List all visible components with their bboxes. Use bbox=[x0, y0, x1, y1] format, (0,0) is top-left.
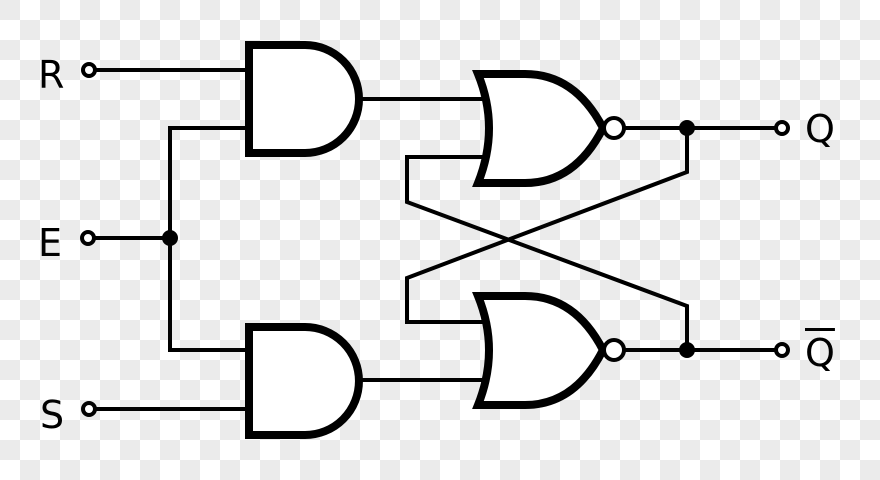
junction-q bbox=[679, 120, 695, 136]
terminal-s bbox=[81, 401, 97, 417]
label-e: E bbox=[38, 221, 63, 265]
label-qbar: Q bbox=[805, 331, 835, 375]
label-r: R bbox=[38, 53, 65, 97]
and-gate-1 bbox=[245, 41, 363, 157]
terminal-e bbox=[80, 230, 96, 246]
terminal-qbar bbox=[774, 342, 790, 358]
terminal-q bbox=[774, 120, 790, 136]
label-q: Q bbox=[805, 107, 835, 151]
nor-gate-2-bubble bbox=[602, 338, 626, 362]
terminal-r bbox=[81, 62, 97, 78]
wire-feedback-qbar-to-nor1 bbox=[405, 155, 689, 350]
nor-gate-1 bbox=[472, 70, 608, 187]
label-s: S bbox=[40, 393, 65, 437]
wire-feedback-q-to-nor2 bbox=[405, 128, 689, 324]
nor-gate-2 bbox=[472, 292, 608, 409]
junction-e bbox=[162, 230, 178, 246]
nor-gate-1-bubble bbox=[602, 116, 626, 140]
and-gate-2 bbox=[245, 323, 363, 439]
junction-qbar bbox=[679, 342, 695, 358]
